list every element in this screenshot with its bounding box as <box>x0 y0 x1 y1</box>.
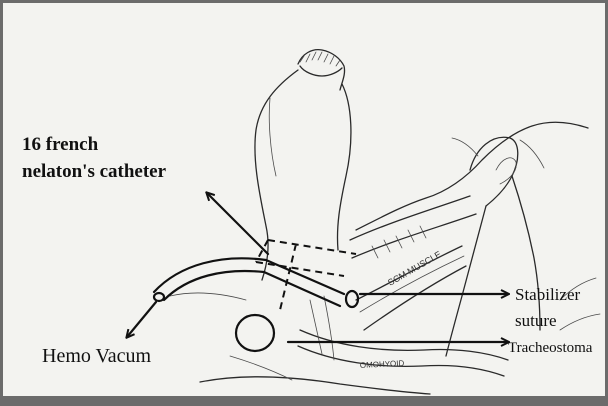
stabilizer-label-line2: suture <box>515 311 557 331</box>
stabilizer-label-line1: Stabilizer <box>515 285 580 305</box>
paper-background <box>3 3 605 396</box>
tracheostoma-label: Tracheostoma <box>508 340 592 357</box>
catheter-label-line1: 16 french <box>22 134 98 156</box>
hemo-vacum-label: Hemo Vacum <box>42 345 151 368</box>
catheter-label-line2: nelaton's catheter <box>22 161 166 183</box>
